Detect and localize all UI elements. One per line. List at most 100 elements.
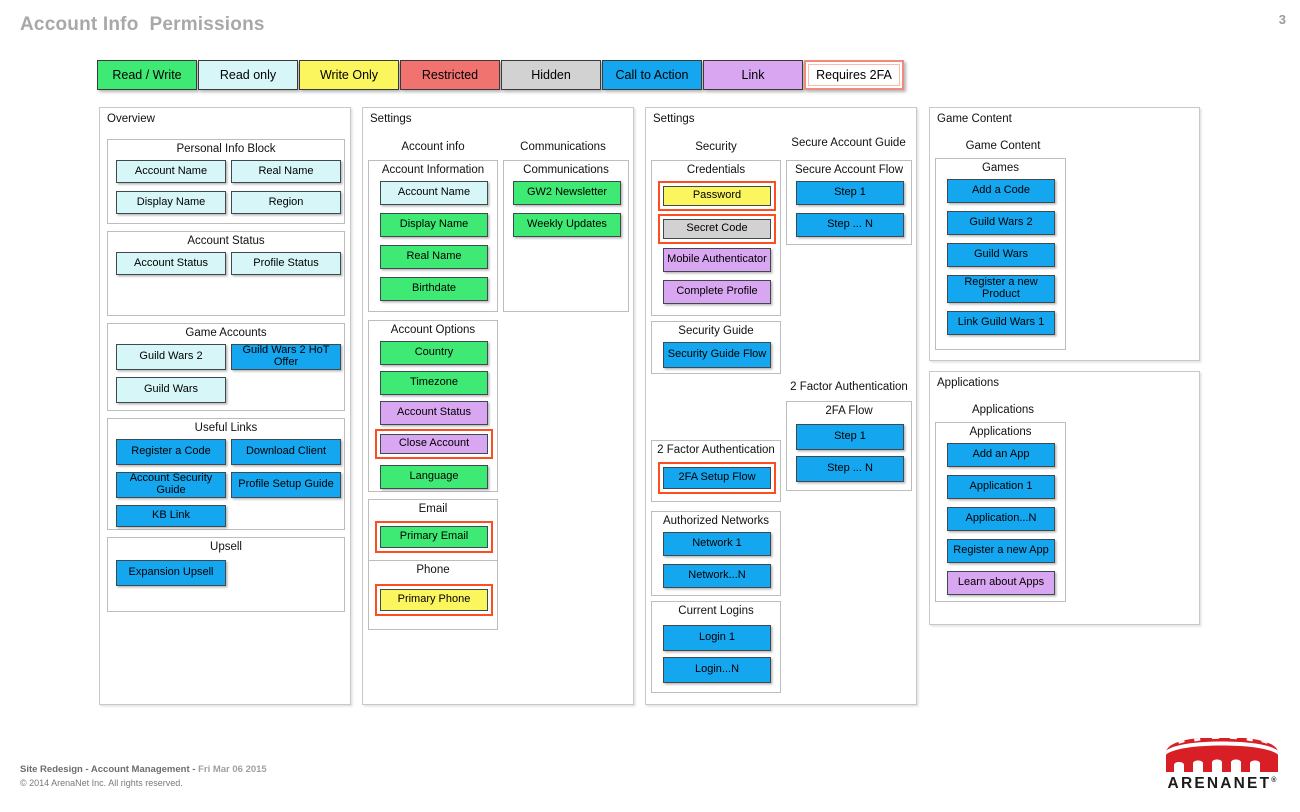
panel-game-content-title: Game Content — [937, 113, 1012, 125]
button-close-account[interactable]: Close Account — [380, 434, 488, 454]
button-security-guide-flow[interactable]: Security Guide Flow — [663, 342, 771, 368]
page-number: 3 — [1278, 12, 1286, 27]
group-game-accounts: Game Accounts Guild Wars 2 Guild Wars 2 … — [107, 323, 345, 411]
group-account-status: Account Status Account Status Profile St… — [107, 231, 345, 316]
col-head-security: Security — [695, 141, 737, 153]
group-2fa-flow: 2FA Flow Step 1 Step ... N — [786, 401, 912, 491]
button-link-guild-wars-1[interactable]: Link Guild Wars 1 — [947, 311, 1055, 335]
button-application-n[interactable]: Application...N — [947, 507, 1055, 531]
group-two-factor-authentication: 2 Factor Authentication 2FA Setup Flow — [651, 440, 781, 502]
button-secret-code[interactable]: Secret Code — [663, 219, 771, 239]
button-weekly-updates[interactable]: Weekly Updates — [513, 213, 621, 237]
button-download-client[interactable]: Download Client — [231, 439, 341, 465]
button-2fa-setup-flow[interactable]: 2FA Setup Flow — [663, 467, 771, 489]
button-profile-setup-guide[interactable]: Profile Setup Guide — [231, 472, 341, 498]
button-network-n[interactable]: Network...N — [663, 564, 771, 588]
button-step-n[interactable]: Step ... N — [796, 456, 904, 482]
ring-requires-2fa: Primary Email — [375, 521, 493, 553]
button-expansion-upsell[interactable]: Expansion Upsell — [116, 560, 226, 586]
arenanet-arch-icon — [1166, 737, 1278, 772]
group-title: Applications — [969, 426, 1032, 438]
button-register-a-code[interactable]: Register a Code — [116, 439, 226, 465]
group-title: Upsell — [210, 541, 242, 553]
button-guild-wars-2[interactable]: Guild Wars 2 — [947, 211, 1055, 235]
legend-requires-2fa[interactable]: Requires 2FA — [804, 60, 904, 90]
button-step-1[interactable]: Step 1 — [796, 181, 904, 205]
button-account-name[interactable]: Account Name — [380, 181, 488, 205]
legend-read-only[interactable]: Read only — [198, 60, 298, 90]
group-title: Account Information — [381, 164, 485, 176]
footer-project-line: Site Redesign - Account Management - Fri… — [20, 764, 267, 775]
button-mobile-authenticator[interactable]: Mobile Authenticator — [663, 248, 771, 272]
group-security-guide: Security Guide Security Guide Flow — [651, 321, 781, 374]
button-application-1[interactable]: Application 1 — [947, 475, 1055, 499]
col-head-secure-account-guide: Secure Account Guide — [791, 137, 906, 149]
button-profile-status[interactable]: Profile Status — [231, 252, 341, 275]
button-language[interactable]: Language — [380, 465, 488, 489]
button-guild-wars[interactable]: Guild Wars — [116, 377, 226, 403]
button-account-name[interactable]: Account Name — [116, 160, 226, 183]
col-head-game-content: Game Content — [965, 140, 1041, 152]
button-password[interactable]: Password — [663, 186, 771, 206]
group-title: Authorized Networks — [662, 515, 770, 527]
group-title: Personal Info Block — [176, 143, 276, 155]
button-account-status[interactable]: Account Status — [116, 252, 226, 275]
legend-bar: Read / Write Read only Write Only Restri… — [97, 60, 905, 90]
button-register-a-new-app[interactable]: Register a new App — [947, 539, 1055, 563]
legend-write-only[interactable]: Write Only — [299, 60, 399, 90]
button-timezone[interactable]: Timezone — [380, 371, 488, 395]
legend-read-write[interactable]: Read / Write — [97, 60, 197, 90]
button-network-1[interactable]: Network 1 — [663, 532, 771, 556]
footer-project: Site Redesign - Account Management - — [20, 764, 199, 775]
button-add-a-code[interactable]: Add a Code — [947, 179, 1055, 203]
button-add-an-app[interactable]: Add an App — [947, 443, 1055, 467]
button-region[interactable]: Region — [231, 191, 341, 214]
group-current-logins: Current Logins Login 1 Login...N — [651, 601, 781, 693]
button-complete-profile[interactable]: Complete Profile — [663, 280, 771, 304]
panel-settings-security-title: Settings — [653, 113, 695, 125]
col-head-communications: Communications — [520, 141, 606, 153]
legend-restricted[interactable]: Restricted — [400, 60, 500, 90]
group-personal-info-block: Personal Info Block Account Name Real Na… — [107, 139, 345, 224]
button-country[interactable]: Country — [380, 341, 488, 365]
button-primary-phone[interactable]: Primary Phone — [380, 589, 488, 611]
legend-call-to-action[interactable]: Call to Action — [602, 60, 702, 90]
button-birthdate[interactable]: Birthdate — [380, 277, 488, 301]
page-title: Account Info Permissions — [20, 14, 265, 35]
group-phone: Phone Primary Phone — [368, 560, 498, 630]
footer-date: Fri Mar 06 2015 — [198, 764, 267, 775]
panel-settings-account-title: Settings — [370, 113, 412, 125]
button-kb-link[interactable]: KB Link — [116, 505, 226, 527]
button-real-name[interactable]: Real Name — [380, 245, 488, 269]
group-account-options: Account Options Country Timezone Account… — [368, 320, 498, 492]
button-step-1[interactable]: Step 1 — [796, 424, 904, 450]
button-guild-wars-2-hot-offer[interactable]: Guild Wars 2 HoT Offer — [231, 344, 341, 370]
button-display-name[interactable]: Display Name — [116, 191, 226, 214]
arenanet-word-text: ARENANET — [1167, 775, 1272, 792]
button-account-security-guide[interactable]: Account Security Guide — [116, 472, 226, 498]
button-guild-wars-2[interactable]: Guild Wars 2 — [116, 344, 226, 370]
button-account-status[interactable]: Account Status — [380, 401, 488, 425]
panel-applications-title: Applications — [937, 377, 1000, 389]
button-guild-wars[interactable]: Guild Wars — [947, 243, 1055, 267]
button-login-1[interactable]: Login 1 — [663, 625, 771, 651]
button-learn-about-apps[interactable]: Learn about Apps — [947, 571, 1055, 595]
ring-requires-2fa: Secret Code — [658, 214, 776, 244]
group-title: Current Logins — [678, 605, 754, 617]
group-secure-account-flow: Secure Account Flow Step 1 Step ... N — [786, 160, 912, 245]
button-primary-email[interactable]: Primary Email — [380, 526, 488, 548]
group-title: Email — [418, 503, 448, 515]
button-step-n[interactable]: Step ... N — [796, 213, 904, 237]
button-gw2-newsletter[interactable]: GW2 Newsletter — [513, 181, 621, 205]
legend-link[interactable]: Link — [703, 60, 803, 90]
button-real-name[interactable]: Real Name — [231, 160, 341, 183]
button-register-a-new-product[interactable]: Register a new Product — [947, 275, 1055, 303]
group-credentials: Credentials Password Secret Code Mobile … — [651, 160, 781, 316]
button-display-name[interactable]: Display Name — [380, 213, 488, 237]
group-title: Security Guide — [678, 325, 754, 337]
group-title: Games — [981, 162, 1020, 174]
button-login-n[interactable]: Login...N — [663, 657, 771, 683]
registered-trademark-icon: ® — [1271, 776, 1277, 784]
group-applications: Applications Add an App Application 1 Ap… — [935, 422, 1066, 602]
legend-hidden[interactable]: Hidden — [501, 60, 601, 90]
